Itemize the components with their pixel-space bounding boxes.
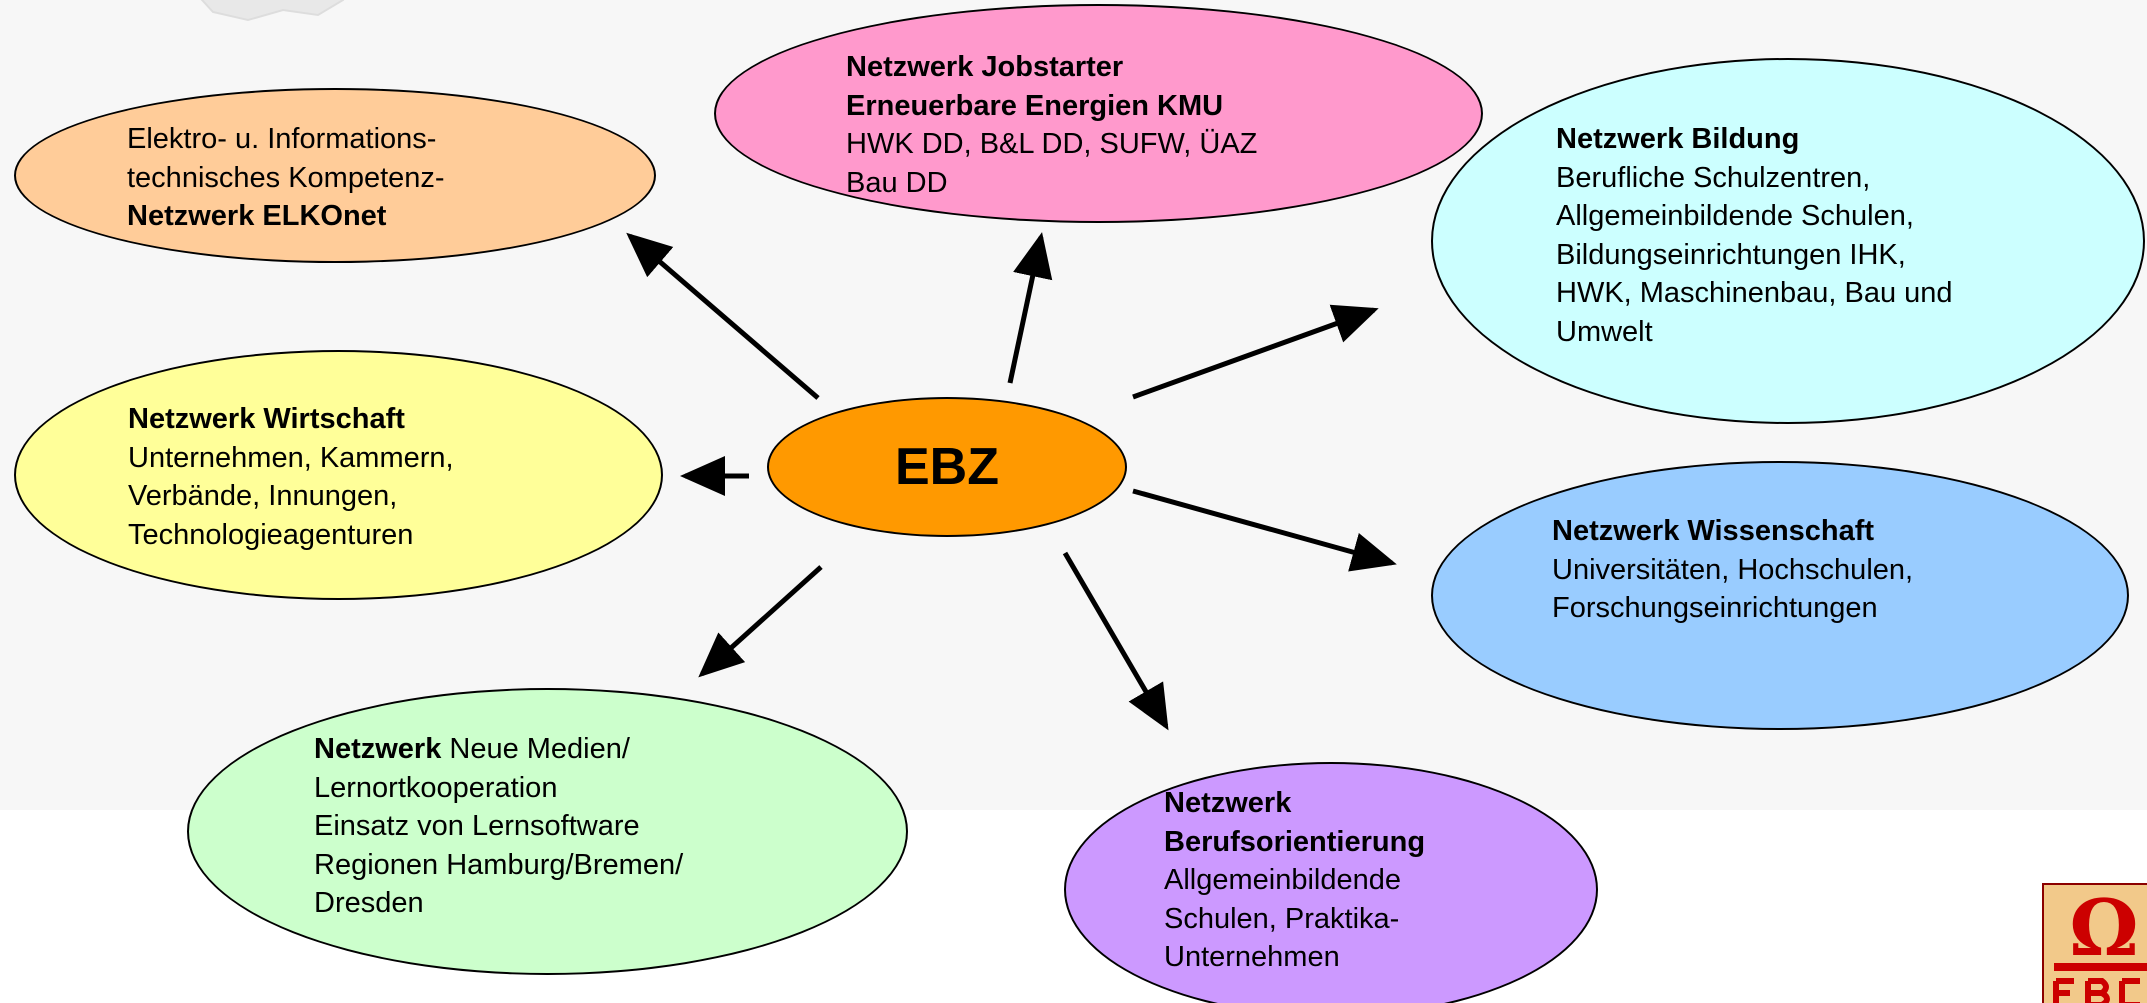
node-medien-text: Netzwerk Neue Medien/ Lernortkooperation… <box>314 730 683 923</box>
wissenschaft-line2: Forschungseinrichtungen <box>1552 592 1878 624</box>
elkonet-line1: Elektro- u. Informations- <box>127 123 437 155</box>
node-jobstarter-text: Netzwerk Jobstarter Erneuerbare Energien… <box>846 48 1257 202</box>
node-bildung <box>1431 58 2145 424</box>
node-wissenschaft-text: Netzwerk Wissenschaft Universitäten, Hoc… <box>1552 512 1913 628</box>
bildung-line4: HWK, Maschinenbau, Bau und <box>1556 277 1953 309</box>
medien-line3: Regionen Hamburg/Bremen/ <box>314 848 684 881</box>
bildung-line3: Bildungseinrichtungen IHK, <box>1556 238 1906 271</box>
wirtschaft-line2: Verbände, Innungen, <box>128 480 398 512</box>
wirtschaft-title: Netzwerk Wirtschaft <box>128 403 405 435</box>
arrow-to-medien <box>698 565 823 678</box>
arrow-to-bildung <box>1132 304 1379 400</box>
wirtschaft-line1: Unternehmen, Kammern, <box>128 441 454 474</box>
medien-line2: Einsatz von Lernsoftware <box>314 810 640 842</box>
node-wissenschaft <box>1431 461 2129 730</box>
node-medien <box>187 688 908 975</box>
node-elkonet-text: Elektro- u. Informations- technisches Ko… <box>127 120 445 236</box>
center-label: EBZ <box>895 438 999 496</box>
bildung-line5: Umwelt <box>1556 315 1653 348</box>
jobstarter-line1: Netzwerk Jobstarter <box>846 51 1124 83</box>
node-jobstarter <box>714 4 1483 223</box>
medien-title-rest: Neue Medien/ <box>441 733 630 765</box>
berufsorientierung-title1: Netzwerk <box>1164 787 1292 819</box>
berufsorientierung-title2: Berufsorientierung <box>1164 825 1426 858</box>
bildung-title: Netzwerk Bildung <box>1556 123 1800 155</box>
berufsorientierung-line3: Unternehmen <box>1164 941 1340 973</box>
arrow-to-jobstarter <box>1007 232 1053 384</box>
jobstarter-line3: HWK DD, B&L DD, SUFW, ÜAZ <box>846 128 1258 160</box>
omega-logo-icon: Ω <box>2042 883 2147 1003</box>
wirtschaft-line3: Technologieagenturen <box>128 518 414 551</box>
node-center-ebz <box>767 397 1127 537</box>
node-wirtschaft-text: Netzwerk Wirtschaft Unternehmen, Kammern… <box>128 400 454 554</box>
arrow-to-wissenschaft <box>1132 488 1397 572</box>
medien-line1: Lernortkooperation <box>314 771 558 804</box>
arrow-to-elkonet <box>626 232 820 400</box>
bildung-line2: Allgemeinbildende Schulen, <box>1556 200 1914 232</box>
bildung-line1: Berufliche Schulzentren, <box>1556 161 1871 194</box>
wissenschaft-title: Netzwerk Wissenschaft <box>1552 515 1875 547</box>
wissenschaft-line1: Universitäten, Hochschulen, <box>1552 553 1914 586</box>
node-bildung-text: Netzwerk Bildung Berufliche Schulzentren… <box>1556 120 1953 351</box>
node-wirtschaft <box>14 350 663 600</box>
medien-title-bold: Netzwerk <box>314 733 442 765</box>
node-elkonet <box>14 88 656 263</box>
medien-line4: Dresden <box>314 887 424 919</box>
elkonet-line2: technisches Kompetenz- <box>127 161 445 194</box>
berufsorientierung-line1: Allgemeinbildende <box>1164 864 1401 896</box>
jobstarter-line2: Erneuerbare Energien KMU <box>846 89 1224 122</box>
omega-logo-graphic: Ω <box>2044 885 2147 1003</box>
node-berufsorientierung <box>1064 762 1598 1003</box>
faded-map-graphic <box>200 0 345 22</box>
berufsorientierung-line2: Schulen, Praktika- <box>1164 902 1400 935</box>
arrow-to-berufsorientierung <box>1062 551 1169 731</box>
svg-text:Ω: Ω <box>2069 885 2138 974</box>
jobstarter-line4: Bau DD <box>846 166 948 199</box>
elkonet-line3: Netzwerk ELKOnet <box>127 200 387 232</box>
node-berufsorientierung-text: Netzwerk Berufsorientierung Allgemeinbil… <box>1164 784 1425 977</box>
medien-title: Netzwerk Neue Medien/ <box>314 730 683 769</box>
